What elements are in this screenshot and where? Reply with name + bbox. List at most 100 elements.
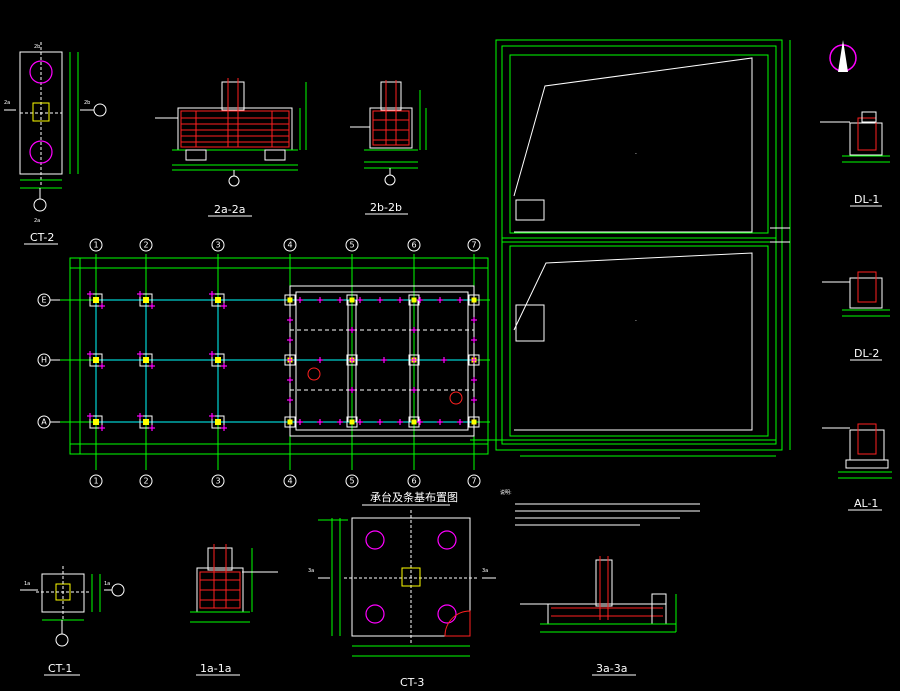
axis-bubble-bottom-label: 7 xyxy=(471,477,476,486)
axis-bubble-top-label: 4 xyxy=(287,241,292,250)
section-1a: 1a-1a xyxy=(190,544,278,676)
axis-bubble-top-label: 6 xyxy=(411,241,416,250)
notes-heading: 说明: xyxy=(500,489,512,496)
column xyxy=(143,419,149,425)
section-3a-label: 3a-3a xyxy=(596,662,627,675)
axis-bubble-bottom-label: 5 xyxy=(349,477,354,486)
ct3-cut-left: 3a xyxy=(308,568,314,574)
column xyxy=(215,419,221,425)
axis-bubble-top xyxy=(283,238,297,252)
axis-bubble-bottom xyxy=(407,474,421,488)
section-2b: 2b-2b xyxy=(350,80,427,215)
column xyxy=(411,419,417,425)
ct1-label: CT-1 xyxy=(48,662,72,675)
pile-cap xyxy=(468,416,480,428)
ct2-cut-left: 2a xyxy=(4,100,10,106)
ct3-detail: 3a 3a CT-3 xyxy=(308,510,496,689)
column xyxy=(93,419,99,425)
ct2-label: CT-2 xyxy=(30,231,54,244)
column xyxy=(411,297,417,303)
ct2-cut-bottom: 2a xyxy=(34,218,40,224)
axis-bubble-top xyxy=(139,238,153,252)
section-3a: 3a-3a xyxy=(520,556,677,676)
pile-cap xyxy=(89,353,103,367)
axis-bubble-bottom xyxy=(89,474,103,488)
axis-bubble-bottom xyxy=(211,474,225,488)
north-arrow-icon xyxy=(829,40,857,72)
ct1-detail: 1a 1a CT-1 xyxy=(20,566,125,676)
axis-bubble-top xyxy=(407,238,421,252)
pile-cap xyxy=(89,415,103,429)
axis-bubble-top-label: 2 xyxy=(143,241,148,250)
column xyxy=(215,357,221,363)
axis-bubble-bottom-label: 1 xyxy=(93,477,98,486)
pile-cap xyxy=(346,354,358,366)
plan-frame xyxy=(69,257,489,455)
al1-detail: AL-1 xyxy=(822,423,892,511)
column xyxy=(287,419,293,425)
axis-bubble-bottom-label: 4 xyxy=(287,477,292,486)
axis-bubble-bottom-label: 3 xyxy=(215,477,220,486)
axis-bubble-left-label: A xyxy=(41,418,47,427)
pile-cap xyxy=(139,415,153,429)
ct3-label: CT-3 xyxy=(400,676,424,689)
index-circle xyxy=(307,367,321,381)
axis-bubble-top-label: 5 xyxy=(349,241,354,250)
dl1-detail: DL-1 xyxy=(820,111,890,207)
dl1-label: DL-1 xyxy=(854,193,879,206)
dl2-detail: DL-2 xyxy=(822,271,890,361)
notes-block: 说明: xyxy=(500,489,700,526)
pile-cap xyxy=(284,416,296,428)
pile-cap xyxy=(89,293,103,307)
axis-bubble-top xyxy=(467,238,481,252)
column xyxy=(349,419,355,425)
column xyxy=(93,297,99,303)
column xyxy=(93,357,99,363)
column xyxy=(143,297,149,303)
axis-bubble-bottom xyxy=(345,474,359,488)
strip-outline xyxy=(289,285,475,437)
section-1a-label: 1a-1a xyxy=(200,662,231,675)
ct3-cut-right: 3a xyxy=(482,568,488,574)
axis-bubble-bottom-label: 6 xyxy=(411,477,416,486)
pile-cap xyxy=(468,294,480,306)
section-2b-label: 2b-2b xyxy=(370,201,402,214)
pile-cap xyxy=(139,353,153,367)
ct2-detail: 2a 2b 2b 2a CT-2 xyxy=(4,42,107,245)
pile-cap xyxy=(211,353,225,367)
axis-bubble-top xyxy=(89,238,103,252)
axis-bubble-top-label: 1 xyxy=(93,241,98,250)
axis-bubble-top-label: 3 xyxy=(215,241,220,250)
svg-text:-: - xyxy=(635,318,637,324)
axis-bubble-bottom-label: 2 xyxy=(143,477,148,486)
pile-cap xyxy=(408,354,420,366)
svg-text:-: - xyxy=(635,151,637,157)
section-2a-label: 2a-2a xyxy=(214,203,245,216)
column xyxy=(143,357,149,363)
plan-title: 承台及条基布置图 xyxy=(370,490,458,504)
axis-bubble-top xyxy=(345,238,359,252)
axis-bubble-bottom xyxy=(283,474,297,488)
ct2-cut-right: 2b xyxy=(84,100,90,106)
axis-bubble-left-label: H xyxy=(41,356,47,365)
ct1-cut-left: 1a xyxy=(24,581,30,587)
index-circle xyxy=(449,391,463,405)
section-2a: 2a-2a xyxy=(155,78,307,217)
pile-cap xyxy=(139,293,153,307)
axis-bubble-bottom xyxy=(139,474,153,488)
axis-bubble-bottom xyxy=(467,474,481,488)
pile-cap xyxy=(468,354,480,366)
column xyxy=(471,419,477,425)
column xyxy=(349,297,355,303)
pile-cap xyxy=(211,415,225,429)
column xyxy=(471,297,477,303)
dl2-label: DL-2 xyxy=(854,347,879,360)
pile-cap xyxy=(284,354,296,366)
pile-cap xyxy=(211,293,225,307)
axis-bubble-left-label: E xyxy=(41,296,46,305)
axis-bubble-top-label: 7 xyxy=(471,241,476,250)
ct1-cut-right: 1a xyxy=(104,581,110,587)
ct2-cut-top: 2b xyxy=(34,44,40,50)
